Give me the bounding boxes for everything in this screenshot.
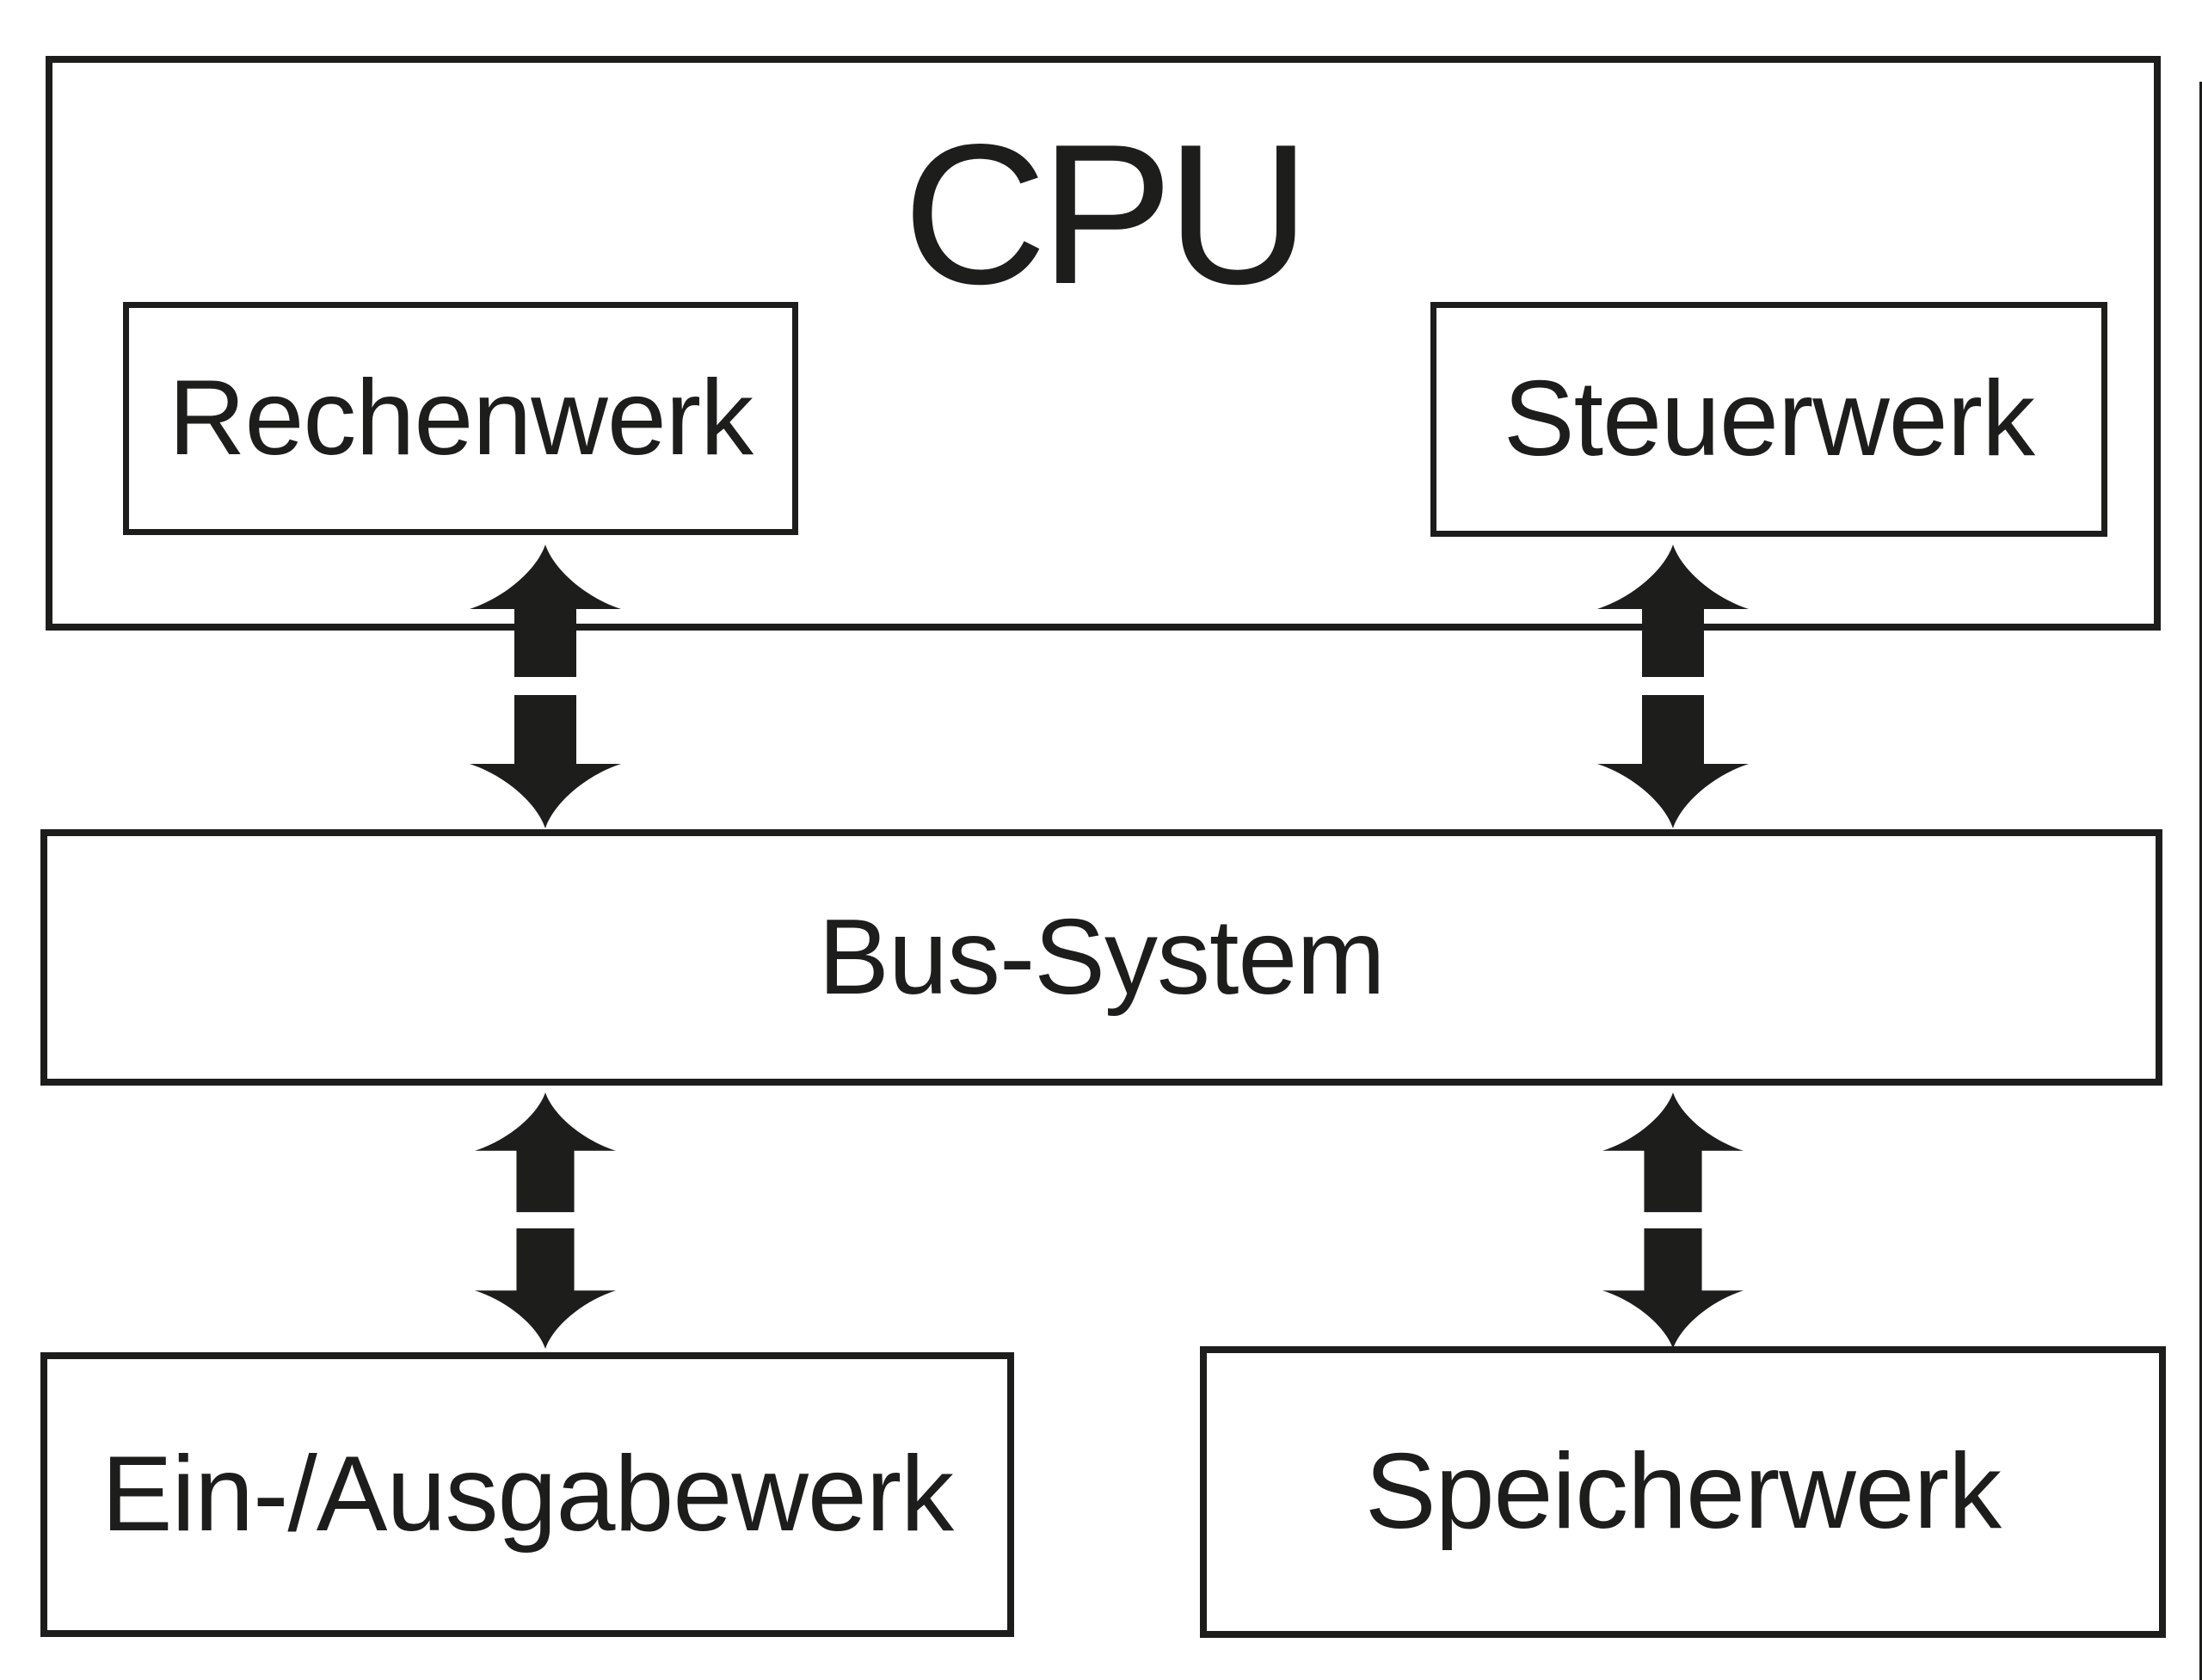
- bus-io-bidirectional-arrow-icon: [475, 1092, 616, 1349]
- cpu-title: CPU: [902, 103, 1311, 326]
- steuerwerk-box: Steuerwerk: [1430, 302, 2107, 537]
- bus-system-label: Bus-System: [818, 897, 1385, 1017]
- rechenwerk-bus-bidirectional-arrow-icon: [470, 545, 621, 828]
- io-box: Ein-/Ausgabewerk: [40, 1352, 1014, 1637]
- rechenwerk-label: Rechenwerk: [168, 359, 753, 478]
- right-edge-artifact-line: [2199, 82, 2202, 1680]
- bus-system-bar: Bus-System: [40, 829, 2162, 1086]
- rechenwerk-box: Rechenwerk: [123, 302, 798, 535]
- steuerwerk-label: Steuerwerk: [1503, 360, 2035, 479]
- io-label: Ein-/Ausgabewerk: [101, 1435, 954, 1554]
- speicherwerk-box: Speicherwerk: [1200, 1346, 2166, 1638]
- steuerwerk-bus-bidirectional-arrow-icon: [1597, 545, 1749, 828]
- bus-speicherwerk-bidirectional-arrow-icon: [1602, 1092, 1744, 1349]
- speicherwerk-label: Speicherwerk: [1364, 1432, 2002, 1552]
